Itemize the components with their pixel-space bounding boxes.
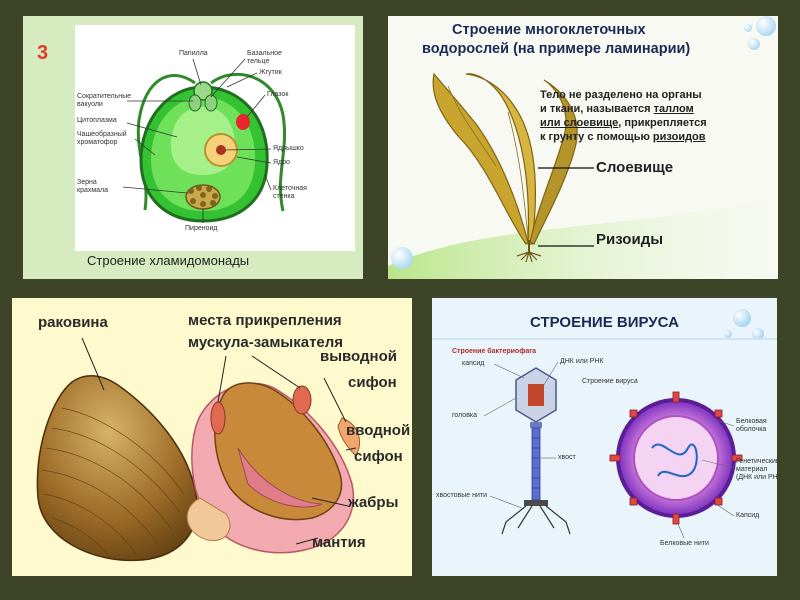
- virus-spikes: [609, 391, 743, 525]
- label-capsid-right: Капсид: [736, 512, 760, 519]
- label-chloroplast: Чашеобразный хроматофор: [77, 131, 127, 146]
- label-mantle: мантия: [312, 534, 366, 551]
- label-out-siphon-1: выводной: [320, 348, 397, 365]
- label-cell-wall: Клеточная стенка: [273, 185, 307, 200]
- label-protein-shell: Белковая оболочка: [736, 418, 767, 433]
- desc-line3: или слоевище, прикрепляется: [540, 116, 707, 130]
- label-shell: раковина: [38, 314, 108, 331]
- panel2-title-line2: водорослей (на примере ламинарии): [422, 41, 691, 57]
- label-gills: жабры: [348, 494, 399, 511]
- gills: [237, 447, 323, 508]
- phage-collar: [530, 422, 542, 428]
- desc-line4-text: к грунту с помощью: [540, 131, 653, 143]
- desc-line1: Тело не разделено на органы: [540, 89, 702, 101]
- label-protein-spikes: Белковые нити: [660, 540, 709, 547]
- panel1-caption: Строение хламидомонады: [87, 253, 250, 268]
- slide-number: 3: [37, 42, 49, 64]
- kelp-blade-left: [432, 72, 529, 245]
- virus-decor: [432, 309, 777, 539]
- label-in-siphon-1: вводной: [346, 422, 411, 439]
- label-cytoplasm: Цитоплазма: [77, 117, 117, 124]
- panel4-title: СТРОЕНИЕ ВИРУСА: [530, 314, 679, 331]
- eyespot: [236, 114, 250, 130]
- nucleolus: [216, 145, 226, 155]
- desc-line2-text: и ткани, называется: [540, 103, 654, 115]
- label-out-siphon-2: сифон: [348, 374, 397, 391]
- label-muscle-line1: места прикрепления: [188, 312, 342, 329]
- virus-panel: СТРОЕНИЕ ВИРУСА Строение бактериофага ка…: [432, 298, 777, 576]
- siphons: [337, 417, 360, 457]
- label-muscle-line2: мускула-замыкателя: [188, 334, 344, 351]
- chlamydomonas-panel: 3: [23, 16, 363, 279]
- panel2-description: Тело не разделено на органы и ткани, наз…: [540, 88, 707, 144]
- shell-open: [214, 382, 343, 521]
- label-tail: хвост: [558, 454, 576, 461]
- chlamydomonas-diagram: [122, 58, 287, 223]
- mollusc-diagram: [36, 337, 360, 562]
- mollusc-panel: раковина места прикрепления мускула-замы…: [12, 298, 412, 576]
- desc-slojevische: или слоевище: [540, 117, 619, 129]
- phage-tail: [531, 427, 541, 501]
- label-genetic-material: Генетический материал (ДНК или РНК): [736, 458, 777, 481]
- label-thallus: Слоевище: [596, 159, 674, 176]
- desc-talom: таллом: [653, 103, 694, 115]
- desc-line3-text: , прикрепляется: [618, 117, 707, 129]
- virus-genome: [651, 443, 698, 477]
- rhizoids: [516, 251, 542, 263]
- label-eyespot: Глазок: [267, 91, 289, 98]
- label-tail-fibers: хвостовые нити: [436, 492, 488, 499]
- label-pyrenoid: Пиреноид: [185, 225, 218, 232]
- kelp-blade-right: [465, 73, 537, 245]
- label-flagellum: Жгутик: [259, 69, 282, 76]
- desc-rhizoids: ризоидов: [652, 131, 706, 143]
- label-rhizoids: Ризоиды: [596, 231, 664, 248]
- label-head: головка: [452, 412, 478, 419]
- muscle-scar-front: [210, 401, 226, 435]
- muscle-scar-back: [292, 385, 312, 415]
- label-dna-rna: ДНК или РНК: [560, 358, 604, 365]
- phage-dna: [528, 384, 544, 406]
- panel2-title-line1: Строение многоклеточных: [452, 22, 646, 38]
- desc-line2: и ткани, называется таллом: [540, 102, 707, 116]
- phage-tail-fibers: [501, 505, 571, 535]
- label-nucleolus: Ядрышко: [273, 145, 304, 152]
- label-in-siphon-2: сифон: [354, 448, 403, 465]
- foot: [186, 497, 231, 542]
- label-basal-body: Базальное тельце: [247, 50, 282, 65]
- laminaria-decor: [388, 16, 778, 279]
- laminaria-panel: Строение многоклеточных водорослей (на п…: [388, 16, 778, 279]
- desc-line4: к грунту с помощью ризоидов: [540, 130, 707, 144]
- label-starch: Зерна крахмала: [77, 179, 109, 194]
- diagram-area: Папилла Базальное тельце Жгутик Сократит…: [75, 25, 355, 251]
- virus-title: Строение вируса: [582, 378, 638, 385]
- label-contractile-vacuoles: Сократительные вакуоли: [77, 93, 132, 108]
- shell-closed: [36, 375, 198, 562]
- label-nucleus: Ядро: [273, 159, 290, 166]
- label-papilla: Папилла: [179, 50, 208, 57]
- phage-title: Строение бактериофага: [452, 348, 537, 355]
- label-capsid: капсид: [462, 360, 485, 367]
